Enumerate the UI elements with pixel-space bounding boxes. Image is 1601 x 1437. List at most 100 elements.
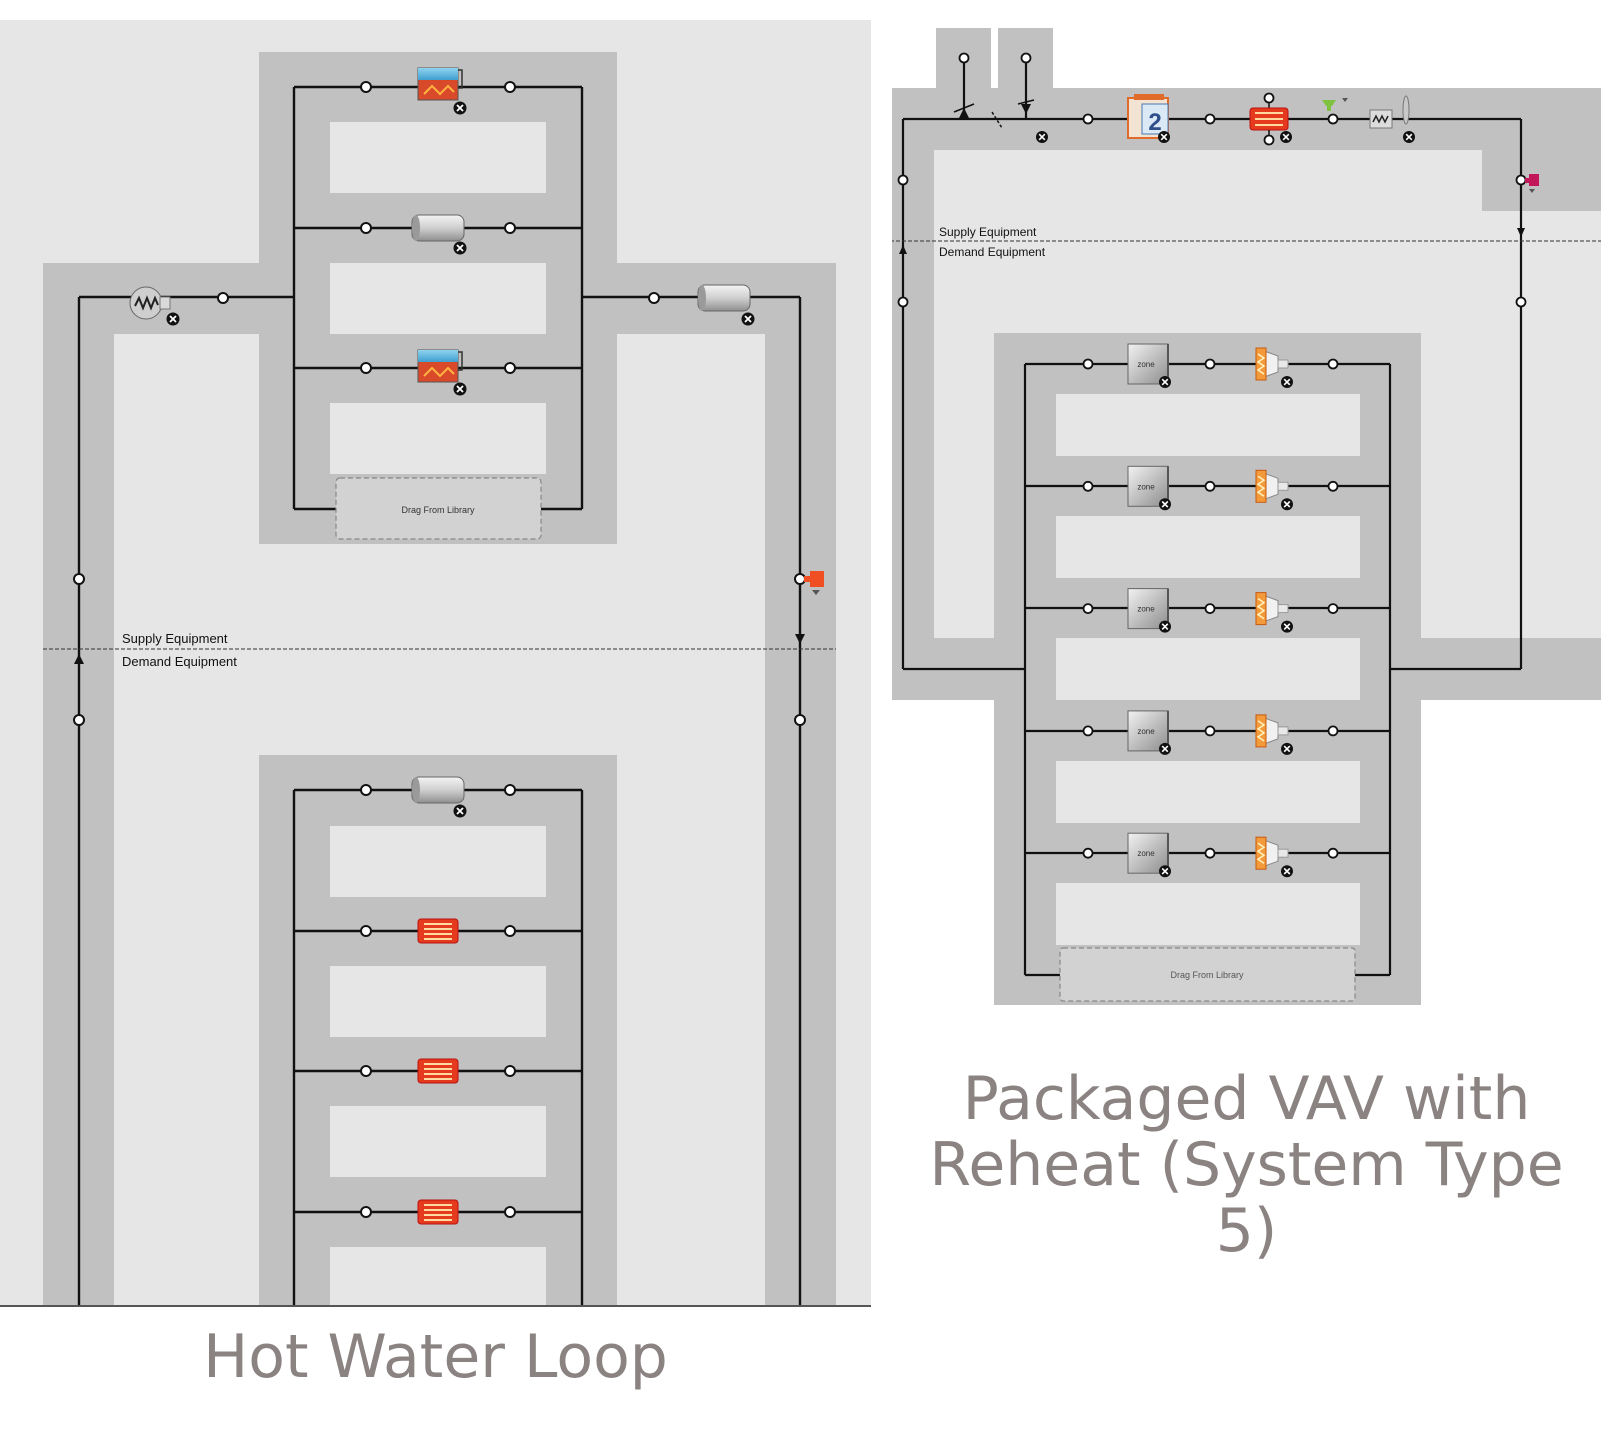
setpoint-manager-icon[interactable]: [1525, 174, 1539, 193]
node[interactable]: [1204, 113, 1216, 125]
remove-icon: [740, 311, 756, 327]
node[interactable]: [1082, 725, 1094, 737]
node[interactable]: [360, 222, 372, 234]
node[interactable]: [1020, 52, 1032, 64]
node[interactable]: [360, 925, 372, 937]
remove-icon: [1158, 742, 1172, 756]
node[interactable]: [217, 292, 229, 304]
node[interactable]: [794, 573, 806, 585]
vav-inner-area: [1482, 211, 1601, 638]
zone-rows: zone zone zone zone zone: [1127, 343, 1294, 879]
node[interactable]: [1204, 603, 1216, 614]
reheat-coil-icon[interactable]: [417, 1058, 459, 1084]
remove-icon: [165, 311, 181, 327]
remove-icon: [452, 240, 468, 256]
remove-icon: [452, 803, 468, 819]
dx-coil-number: 2: [1148, 109, 1161, 136]
outdoor-air-system-icon[interactable]: [953, 99, 1049, 144]
node[interactable]: [1082, 847, 1094, 859]
reheat-coil-icon[interactable]: [417, 1199, 459, 1225]
zone-icon[interactable]: zone: [1127, 832, 1172, 879]
node[interactable]: [504, 784, 516, 796]
flow-up-arrow-icon: [959, 108, 969, 118]
remove-icon: [1158, 864, 1172, 879]
node[interactable]: [504, 1206, 516, 1218]
node[interactable]: [73, 573, 85, 585]
node[interactable]: [1082, 603, 1094, 614]
hot-water-loop-caption: Hot Water Loop: [203, 1322, 668, 1392]
node[interactable]: [897, 174, 909, 186]
node[interactable]: [648, 292, 660, 304]
caption-line-2: Reheat (System Type 5): [929, 1130, 1564, 1266]
node[interactable]: [1327, 113, 1339, 125]
flow-up-arrow-icon: [899, 245, 907, 254]
drag-from-library-label: Drag From Library: [401, 505, 475, 515]
drag-from-library-dropzone[interactable]: Drag From Library: [1059, 947, 1356, 1002]
node[interactable]: [1204, 480, 1216, 492]
node[interactable]: [1327, 358, 1339, 370]
node[interactable]: [1204, 358, 1216, 370]
supply-fan-icon[interactable]: [1369, 95, 1416, 144]
node[interactable]: [1327, 725, 1339, 737]
node[interactable]: [73, 714, 85, 726]
flow-down-arrow-icon: [795, 634, 805, 644]
node[interactable]: [360, 784, 372, 796]
loop-holes: [330, 122, 546, 1305]
caption-line-1: Packaged VAV with: [962, 1064, 1531, 1134]
remove-icon: [1280, 742, 1294, 756]
zone-icon[interactable]: zone: [1127, 709, 1172, 756]
node[interactable]: [1515, 174, 1527, 186]
supply-equipment-label: Supply Equipment: [939, 225, 1037, 239]
packaged-vav-canvas: Supply Equipment Demand Equipment 2: [892, 28, 1601, 1005]
supply-equipment-label: Supply Equipment: [122, 631, 228, 646]
node[interactable]: [794, 714, 806, 726]
node[interactable]: [504, 1065, 516, 1077]
node[interactable]: [504, 222, 516, 234]
node[interactable]: [1327, 847, 1339, 859]
heating-coil-icon[interactable]: [1249, 92, 1293, 146]
node[interactable]: [504, 925, 516, 937]
dx-cooling-coil-icon[interactable]: 2: [1127, 94, 1171, 144]
node[interactable]: [360, 1065, 372, 1077]
hot-water-loop-diagram: Supply Equipment Demand Equipment: [0, 20, 871, 1307]
remove-icon: [1280, 864, 1294, 879]
zone-icon[interactable]: zone: [1127, 343, 1172, 389]
remove-icon: [452, 100, 468, 116]
hot-water-loop-canvas: Supply Equipment Demand Equipment: [43, 52, 836, 1305]
node[interactable]: [1082, 480, 1094, 492]
zone-icon[interactable]: zone: [1127, 587, 1172, 634]
setpoint-manager-icon[interactable]: [804, 571, 824, 595]
packaged-vav-caption: Packaged VAV with Reheat (System Type 5): [892, 1066, 1601, 1264]
setpoint-manager-icon[interactable]: [1322, 98, 1348, 111]
reheat-coil-icon[interactable]: [417, 918, 459, 944]
node[interactable]: [1204, 725, 1216, 737]
node[interactable]: [504, 81, 516, 93]
zone-label: zone: [1137, 482, 1155, 491]
node[interactable]: [360, 81, 372, 93]
node[interactable]: [1082, 358, 1094, 370]
remove-icon: [1402, 130, 1416, 144]
node[interactable]: [1082, 113, 1094, 125]
node[interactable]: [897, 296, 909, 308]
demand-equipment-label: Demand Equipment: [939, 245, 1046, 259]
flow-down-arrow-icon: [1517, 228, 1525, 237]
node[interactable]: [504, 362, 516, 374]
node[interactable]: [1515, 296, 1527, 308]
packaged-vav-diagram: Supply Equipment Demand Equipment 2: [892, 28, 1601, 1033]
vav-holes: [1056, 394, 1360, 945]
node[interactable]: [360, 1206, 372, 1218]
node[interactable]: [1327, 603, 1339, 614]
node[interactable]: [1327, 480, 1339, 492]
node[interactable]: [360, 362, 372, 374]
remove-icon: [1280, 497, 1294, 512]
zone-icon[interactable]: zone: [1127, 465, 1172, 512]
remove-icon: [1158, 375, 1172, 389]
remove-icon: [1280, 375, 1294, 389]
remove-icon: [1035, 130, 1049, 144]
remove-icon: [1280, 619, 1294, 634]
drag-from-library-dropzone[interactable]: Drag From Library: [335, 477, 542, 540]
node[interactable]: [1204, 847, 1216, 859]
demand-equipment-label: Demand Equipment: [122, 654, 237, 669]
remove-icon: [1279, 130, 1293, 144]
node[interactable]: [958, 52, 970, 64]
